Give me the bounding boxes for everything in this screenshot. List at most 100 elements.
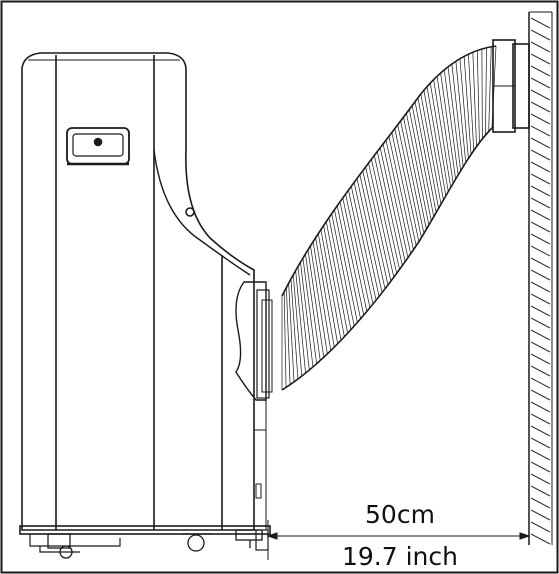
hose-rib-line xyxy=(302,258,317,364)
unit-side-hole xyxy=(185,207,195,217)
caster-wheel-icon xyxy=(47,533,73,559)
hose-rib-line xyxy=(331,213,355,327)
wall-hatch-line xyxy=(530,533,551,545)
wall-hatch-line xyxy=(530,245,551,257)
unit-body-outline xyxy=(21,52,255,531)
hose-rib-line xyxy=(394,128,420,242)
hose-rib-line xyxy=(323,225,345,337)
hose-rib-line xyxy=(359,174,386,289)
hose-rib-line xyxy=(426,86,447,196)
wall-hatch-line xyxy=(530,185,551,197)
wall-hatch-line xyxy=(530,149,551,161)
hose-rib-line xyxy=(373,155,400,270)
unit-back-curve xyxy=(153,149,251,276)
hose-rib-line xyxy=(391,132,417,246)
hose-rib-line xyxy=(365,166,392,282)
wall-hatch-line xyxy=(530,497,551,509)
wall-hatch-line xyxy=(530,173,551,185)
wall-hatch-line xyxy=(530,449,551,461)
hose-rib-line xyxy=(356,178,383,293)
hose-rib-line xyxy=(300,262,314,367)
hose-rib-line xyxy=(320,229,342,341)
wall-hatch-line xyxy=(530,509,551,521)
wall-hatch-line xyxy=(530,329,551,341)
wall-hatch-line xyxy=(530,293,551,305)
hose-rib-line xyxy=(397,124,422,238)
wall-hatch-line xyxy=(530,113,551,125)
hose-rib-line xyxy=(420,93,442,205)
hose-rib-line xyxy=(315,237,335,348)
hose-upper-edge xyxy=(281,45,497,297)
wall-hatch-line xyxy=(530,269,551,281)
hose-rib-line xyxy=(459,58,469,159)
hose-rib-line xyxy=(325,221,349,334)
caster-wheel-icon xyxy=(182,533,212,552)
hose-rib-line xyxy=(472,52,477,147)
hose-rib-line xyxy=(488,46,492,132)
wall-hatch-line xyxy=(530,389,551,401)
hose-rib-line xyxy=(451,63,464,167)
hose-rib-line xyxy=(440,72,456,180)
hose-rib-line xyxy=(290,278,299,380)
wall-hatch-line xyxy=(530,125,551,137)
hose-rib-line xyxy=(362,170,389,286)
dimension-arrow-icon xyxy=(519,532,531,540)
hose-rib-line xyxy=(447,66,461,171)
wall-hatch-line xyxy=(530,377,551,389)
wall-hatch-line xyxy=(530,137,551,149)
hose-rib-line xyxy=(436,76,454,184)
wall-hatch-line xyxy=(530,233,551,245)
exhaust-hose xyxy=(281,45,497,391)
wall-hatch-line xyxy=(530,197,551,209)
dimension-metric-label: 50cm xyxy=(365,500,435,529)
hose-rib-line xyxy=(414,101,437,213)
unit-base xyxy=(19,525,271,535)
wall-hatch-line xyxy=(530,77,551,89)
hose-rib-line xyxy=(463,56,472,155)
wall-hatch-line xyxy=(530,413,551,425)
hose-rib-line xyxy=(411,105,435,217)
hose-rib-line xyxy=(388,136,414,250)
carry-handle-icon xyxy=(66,127,130,166)
hose-rib-line xyxy=(443,69,459,176)
hose-rib-line xyxy=(429,83,449,192)
wall-hatch-line xyxy=(530,41,551,53)
hose-rib-line xyxy=(288,283,295,382)
hose-lower-edge xyxy=(281,127,493,391)
hose-rib-line xyxy=(336,205,361,319)
wall-hatch-line xyxy=(530,29,551,41)
hose-rib-line xyxy=(305,253,321,361)
wall-hatch-line xyxy=(530,257,551,269)
hose-rib-line xyxy=(312,241,332,351)
wall-hatch-line xyxy=(530,305,551,317)
hose-rib-line xyxy=(433,79,452,188)
hose-rib-line xyxy=(485,47,487,136)
dimension-arrow-icon xyxy=(266,532,278,540)
wall-hatch-line xyxy=(530,209,551,221)
hose-rib-line xyxy=(417,97,439,209)
wall-hatch-line xyxy=(530,221,551,233)
hose-rib-line xyxy=(400,120,425,234)
hose-rib-line xyxy=(468,54,475,151)
hose-rib-line xyxy=(382,143,409,258)
wall-hatch-line xyxy=(530,485,551,497)
hose-rib-line xyxy=(403,117,427,230)
wall-hatch-line xyxy=(530,437,551,449)
hose-rib-line xyxy=(328,217,352,330)
wall-hatch-line xyxy=(530,17,551,29)
hose-rib-line xyxy=(297,266,310,371)
wall-hatching xyxy=(530,17,551,545)
wall-hatch-line xyxy=(530,353,551,365)
hose-rib-line xyxy=(348,190,374,305)
hose-rib-line xyxy=(334,209,358,323)
hose-rib-line xyxy=(317,233,339,344)
hose-rib-line xyxy=(371,159,398,274)
hose-rib-line xyxy=(295,270,306,374)
wall-hatch-line xyxy=(530,53,551,65)
hose-rib-line xyxy=(292,274,303,377)
dimension-imperial-label: 19.7 inch xyxy=(342,542,458,571)
wall-hatch-line xyxy=(530,101,551,113)
hose-rib-line xyxy=(385,140,412,254)
